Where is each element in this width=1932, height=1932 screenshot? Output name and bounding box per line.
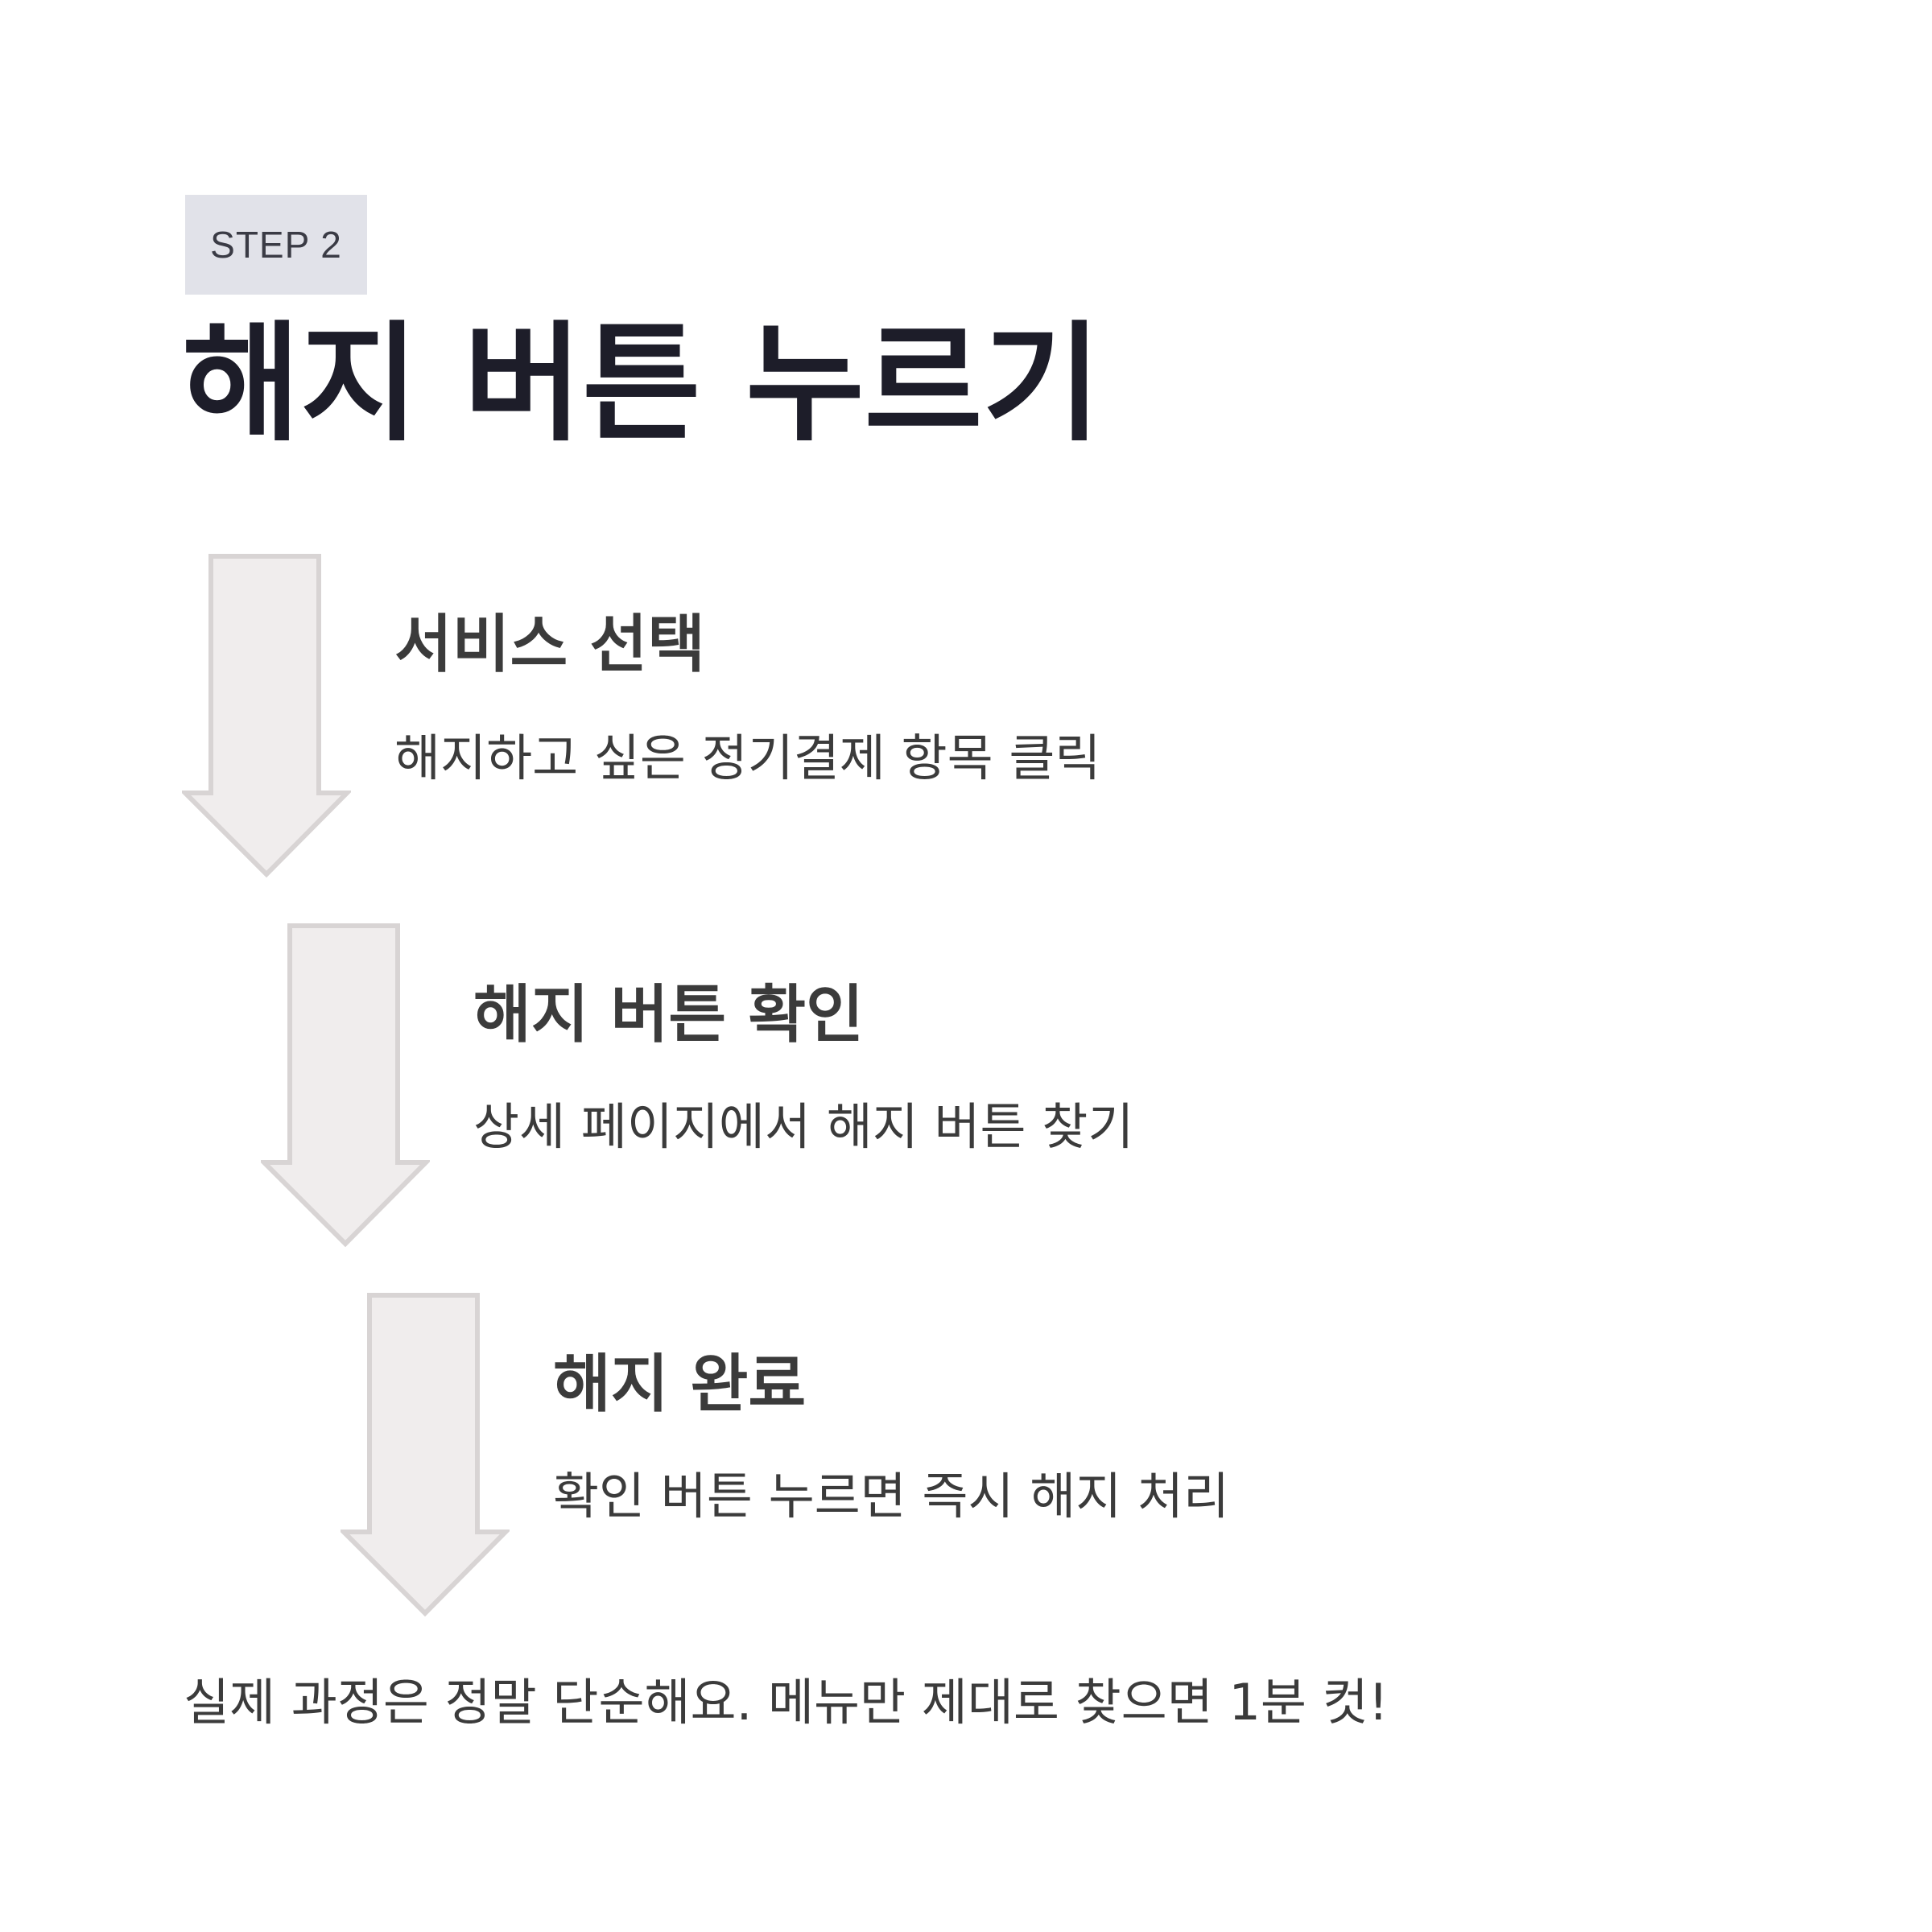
step-description: 확인 버튼 누르면 즉시 해지 처리: [553, 1467, 1230, 1525]
footer-note: 실제 과정은 정말 단순해요. 메뉴만 제대로 찾으면 1분 컷!: [184, 1673, 1389, 1732]
step-badge: STEP 2: [185, 195, 367, 295]
step-title: 해지 버튼 확인: [473, 979, 864, 1051]
down-arrow-icon: [341, 1293, 510, 1617]
down-arrow-icon: [182, 554, 351, 878]
step-badge-label: STEP 2: [210, 224, 342, 266]
step-description: 상세 페이지에서 해지 버튼 찾기: [473, 1097, 1134, 1156]
page-title: 해지 버튼 누르기: [182, 308, 1101, 459]
step-description: 해지하고 싶은 정기결제 항목 클릭: [394, 729, 1101, 787]
down-arrow-icon: [261, 923, 430, 1248]
step-title: 해지 완료: [553, 1348, 807, 1421]
step-title: 서비스 선택: [394, 609, 705, 681]
